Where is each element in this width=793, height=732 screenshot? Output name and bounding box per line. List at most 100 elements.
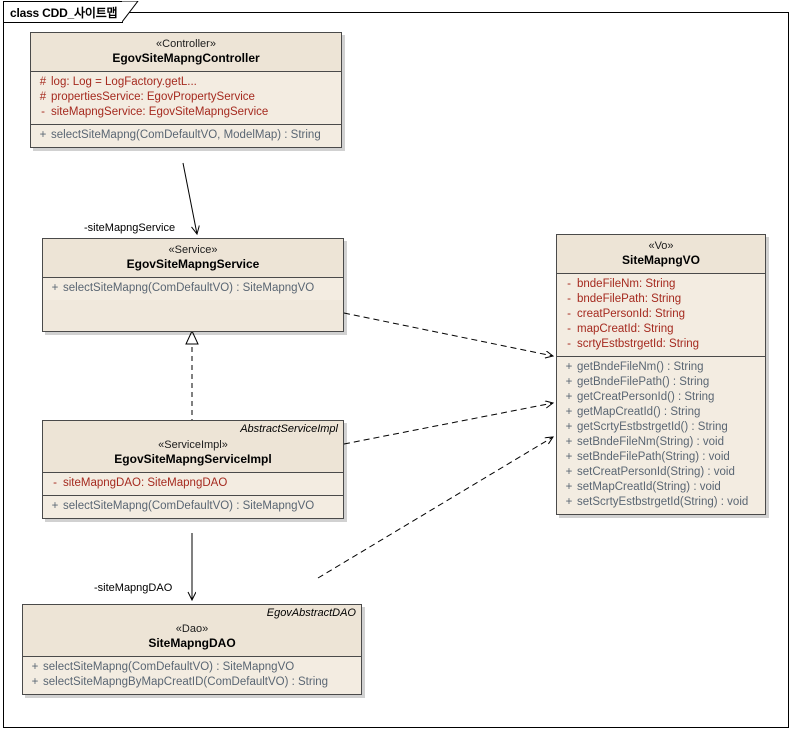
attribute-row: - creatPersonId: String — [557, 307, 765, 322]
attribute-text: siteMapngService: EgovSiteMapngService — [51, 106, 269, 118]
operation-row: + selectSiteMapng(ComDefaultVO, ModelMap… — [31, 128, 341, 143]
operation-row: + getCreatPersonId() : String — [557, 390, 765, 405]
service-stereotype: «Service» — [168, 244, 218, 256]
service-operations: + selectSiteMapng(ComDefaultVO) : SiteMa… — [43, 278, 343, 300]
attribute-text: log: Log = LogFactory.getL... — [51, 76, 197, 88]
operation-text: setScrtyEstbstrgetId(String) : void — [577, 496, 749, 508]
visibility-marker: + — [565, 451, 573, 463]
operation-row: + setScrtyEstbstrgetId(String) : void — [557, 495, 765, 510]
operation-text: setMapCreatId(String) : void — [577, 481, 721, 493]
service-impl-attributes: - siteMapngDAO: SiteMapngDAO — [43, 473, 343, 496]
visibility-marker: # — [39, 91, 47, 103]
visibility-marker: + — [565, 391, 573, 403]
service-impl-header: AbstractServiceImpl «ServiceImpl» EgovSi… — [43, 421, 343, 473]
vo-stereotype: «Vo» — [648, 240, 674, 252]
operation-row: + setCreatPersonId(String) : void — [557, 465, 765, 480]
connector-label-sitemapngdao: -siteMapngDAO — [94, 582, 173, 594]
operation-text: selectSiteMapngByMapCreatID(ComDefaultVO… — [43, 676, 329, 688]
attribute-text: scrtyEstbstrgetId: String — [577, 338, 700, 350]
controller-header: «Controller» EgovSiteMapngController — [31, 33, 341, 72]
service-impl-stereotype: «ServiceImpl» — [158, 439, 228, 451]
class-node-controller[interactable]: «Controller» EgovSiteMapngController # l… — [30, 32, 342, 148]
service-impl-parent-name: AbstractServiceImpl — [240, 423, 338, 435]
controller-operations: + selectSiteMapng(ComDefaultVO, ModelMap… — [31, 125, 341, 147]
controller-class-name: EgovSiteMapngController — [112, 51, 260, 65]
attribute-row: - bndeFilePath: String — [557, 292, 765, 307]
visibility-marker: - — [567, 278, 571, 290]
operation-row: + selectSiteMapng(ComDefaultVO) : SiteMa… — [43, 281, 343, 296]
visibility-marker: + — [565, 421, 573, 433]
visibility-marker: + — [51, 500, 59, 512]
visibility-marker: - — [41, 106, 45, 118]
operation-row: + setBndeFilePath(String) : void — [557, 450, 765, 465]
visibility-marker: + — [51, 282, 59, 294]
operation-row: + setBndeFileNm(String) : void — [557, 435, 765, 450]
operation-text: selectSiteMapng(ComDefaultVO) : SiteMapn… — [63, 282, 315, 294]
operation-text: getScrtyEstbstrgetId() : String — [577, 421, 728, 433]
dao-operations: + selectSiteMapng(ComDefaultVO) : SiteMa… — [23, 657, 361, 694]
controller-attributes: # log: Log = LogFactory.getL... # proper… — [31, 72, 341, 125]
class-node-vo[interactable]: «Vo» SiteMapngVO - bndeFileNm: String - … — [556, 234, 766, 515]
attribute-row: # log: Log = LogFactory.getL... — [31, 75, 341, 90]
visibility-marker: + — [31, 676, 39, 688]
attribute-text: siteMapngDAO: SiteMapngDAO — [63, 477, 228, 489]
operation-text: getMapCreatId() : String — [577, 406, 701, 418]
vo-class-name: SiteMapngVO — [621, 253, 700, 267]
dao-header: EgovAbstractDAO «Dao» SiteMapngDAO — [23, 605, 361, 657]
visibility-marker: + — [565, 481, 573, 493]
operation-text: selectSiteMapng(ComDefaultVO) : SiteMapn… — [43, 661, 295, 673]
operation-row: + selectSiteMapng(ComDefaultVO) : SiteMa… — [23, 660, 361, 675]
attribute-text: bndeFilePath: String — [577, 293, 682, 305]
operation-text: getCreatPersonId() : String — [577, 391, 715, 403]
operation-text: setBndeFilePath(String) : void — [577, 451, 730, 463]
operation-row: + getBndeFilePath() : String — [557, 375, 765, 390]
operation-row: + getScrtyEstbstrgetId() : String — [557, 420, 765, 435]
controller-stereotype: «Controller» — [156, 38, 216, 50]
attribute-row: # propertiesService: EgovPropertyService — [31, 90, 341, 105]
visibility-marker: + — [31, 661, 39, 673]
frame-tab-slant — [122, 1, 144, 23]
class-node-service-impl[interactable]: AbstractServiceImpl «ServiceImpl» EgovSi… — [42, 420, 344, 519]
operation-text: selectSiteMapng(ComDefaultVO, ModelMap) … — [51, 129, 321, 141]
visibility-marker: - — [567, 338, 571, 350]
operation-row: + getBndeFileNm() : String — [557, 360, 765, 375]
connector-label-sitemapngservice: -siteMapngService — [84, 222, 176, 234]
operation-row: + selectSiteMapngByMapCreatID(ComDefault… — [23, 675, 361, 690]
operation-text: setCreatPersonId(String) : void — [577, 466, 735, 478]
operation-row: + getMapCreatId() : String — [557, 405, 765, 420]
visibility-marker: - — [567, 323, 571, 335]
class-node-dao[interactable]: EgovAbstractDAO «Dao» SiteMapngDAO + sel… — [22, 604, 362, 695]
operation-row: + selectSiteMapng(ComDefaultVO) : SiteMa… — [43, 499, 343, 514]
service-impl-operations: + selectSiteMapng(ComDefaultVO) : SiteMa… — [43, 496, 343, 518]
dao-stereotype: «Dao» — [175, 623, 209, 635]
dao-class-name: SiteMapngDAO — [148, 636, 236, 650]
operation-text: getBndeFileNm() : String — [577, 361, 704, 373]
attribute-row: - mapCreatId: String — [557, 322, 765, 337]
visibility-marker: - — [567, 293, 571, 305]
diagram-frame — [3, 12, 789, 728]
attribute-text: bndeFileNm: String — [577, 278, 676, 290]
visibility-marker: - — [567, 308, 571, 320]
visibility-marker: + — [39, 129, 47, 141]
frame-tab-body — [3, 1, 123, 23]
visibility-marker: + — [565, 376, 573, 388]
visibility-marker: + — [565, 361, 573, 373]
visibility-marker: # — [39, 76, 47, 88]
service-class-name: EgovSiteMapngService — [126, 257, 260, 271]
attribute-row: - siteMapngService: EgovSiteMapngService — [31, 105, 341, 120]
class-node-service[interactable]: «Service» EgovSiteMapngService + selectS… — [42, 238, 344, 332]
attribute-text: mapCreatId: String — [577, 323, 674, 335]
visibility-marker: + — [565, 406, 573, 418]
attribute-text: creatPersonId: String — [577, 308, 686, 320]
visibility-marker: + — [565, 496, 573, 508]
visibility-marker: + — [565, 466, 573, 478]
attribute-row: - bndeFileNm: String — [557, 277, 765, 292]
attribute-row: - siteMapngDAO: SiteMapngDAO — [43, 476, 343, 491]
operation-text: getBndeFilePath() : String — [577, 376, 710, 388]
dao-parent-name: EgovAbstractDAO — [266, 607, 356, 619]
diagram-title: class CDD_사이트맵 — [10, 6, 118, 20]
operation-text: setBndeFileNm(String) : void — [577, 436, 724, 448]
vo-header: «Vo» SiteMapngVO — [557, 235, 765, 274]
service-header: «Service» EgovSiteMapngService — [43, 239, 343, 278]
